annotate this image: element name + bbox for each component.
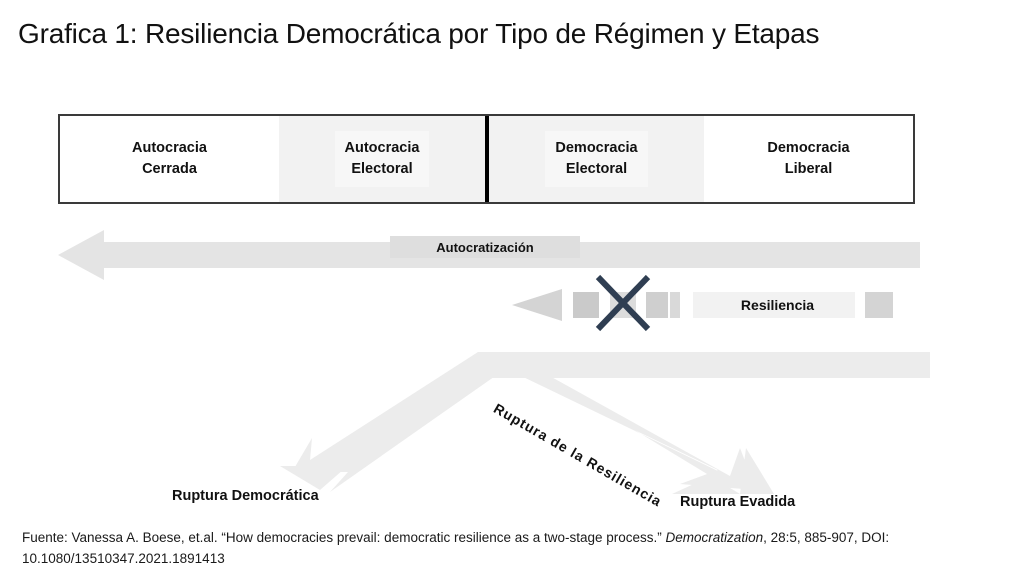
regime-cell-line2: Liberal — [784, 161, 833, 177]
regime-cell-line2: Cerrada — [142, 161, 197, 177]
regime-cell-label: Autocracia Electoral — [334, 130, 430, 188]
regime-cell-democracia-liberal: Democracia Liberal — [704, 116, 913, 202]
ruptura-branch-arrows — [270, 344, 930, 494]
x-mark-icon — [592, 272, 654, 334]
resiliencia-dash — [670, 292, 680, 318]
regime-type-spectrum: Autocracia Cerrada Autocracia Electoral … — [58, 114, 915, 204]
source-suffix: , 28:5, 885-907, DOI: 10.1080/13510347.2… — [22, 530, 890, 566]
regime-cell-line1: Democracia — [767, 139, 850, 156]
resiliencia-dash — [646, 292, 668, 318]
resiliencia-dash — [573, 292, 599, 318]
page-title: Grafica 1: Resiliencia Democrática por T… — [18, 18, 820, 49]
ruptura-tail-right — [478, 352, 930, 378]
regime-cell-line2: Electoral — [565, 161, 628, 177]
ruptura-arrow-right-head — [484, 352, 774, 494]
regime-cell-line1: Autocracia — [132, 139, 207, 156]
autocratizacion-label: Autocratización — [390, 236, 580, 258]
resiliencia-dash — [865, 292, 893, 318]
resiliencia-label: Resiliencia — [700, 292, 855, 318]
regime-cell-democracia-electoral: Democracia Electoral — [485, 116, 704, 202]
source-prefix: Fuente: Vanessa A. Boese, et.al. “How de… — [22, 530, 666, 545]
regime-cell-label: Autocracia Cerrada — [122, 131, 217, 187]
regime-cell-label: Democracia Electoral — [545, 130, 648, 188]
regime-cell-line1: Democracia — [555, 139, 638, 156]
ruptura-democratica-label: Ruptura Democrática — [172, 488, 319, 504]
ruptura-arrow-left-head — [280, 352, 498, 490]
regime-cell-label: Democracia Liberal — [757, 131, 859, 187]
regime-cell-line1: Autocracia — [344, 139, 420, 156]
ruptura-evadida-label: Ruptura Evadida — [680, 494, 796, 510]
source-note: Fuente: Vanessa A. Boese, et.al. “How de… — [22, 528, 1002, 570]
resiliencia-arrowhead — [512, 289, 562, 321]
regime-cell-line2: Electoral — [351, 161, 413, 177]
source-journal: Democratization — [665, 530, 764, 545]
regime-cell-autocracia-electoral: Autocracia Electoral — [279, 116, 485, 202]
regime-cell-autocracia-cerrada: Autocracia Cerrada — [60, 116, 279, 202]
